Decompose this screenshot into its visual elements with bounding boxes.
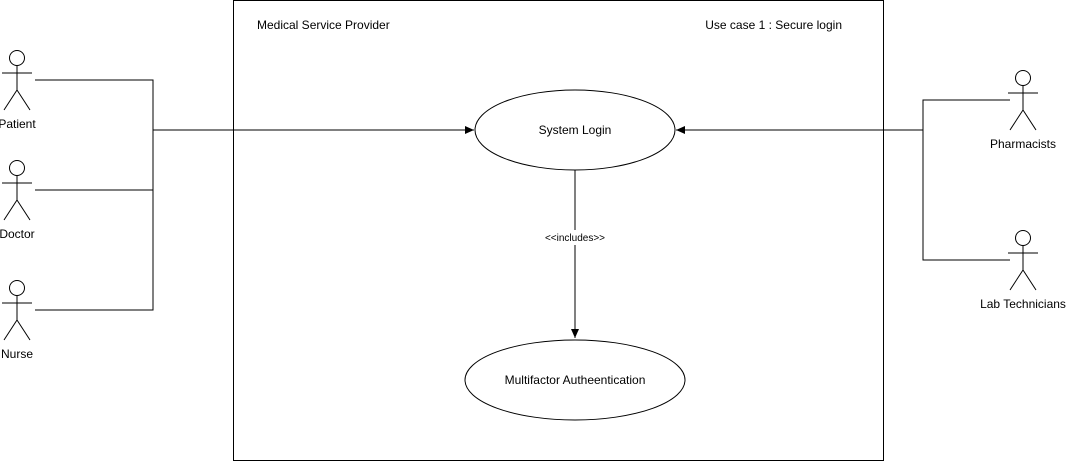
actor-doctor-label: Doctor: [0, 227, 35, 241]
actor-pharmacists[interactable]: [1008, 70, 1038, 131]
right-connectors: [676, 99, 1010, 261]
actor-lab-technicians[interactable]: [1008, 230, 1038, 291]
use-case-multifactor-authentication[interactable]: Multifactor Autheentication: [464, 339, 686, 421]
actor-patient-label: Patient: [0, 117, 36, 131]
actor-patient[interactable]: [2, 50, 32, 111]
system-name: Medical Service Provider: [257, 18, 390, 32]
actor-nurse-label: Nurse: [1, 347, 33, 361]
include-label: <<includes>>: [545, 233, 605, 244]
use-case-multifactor-authentication-label: Multifactor Autheentication: [505, 373, 646, 387]
left-connectors: [35, 79, 474, 311]
actor-lab-technicians-label: Lab Technicians: [980, 297, 1066, 311]
use-case-system-login-label: System Login: [539, 123, 612, 137]
actor-pharmacists-label: Pharmacists: [990, 137, 1056, 151]
diagram-title: Use case 1 : Secure login: [705, 18, 842, 32]
use-case-system-login[interactable]: System Login: [474, 89, 676, 171]
actor-nurse[interactable]: [2, 280, 32, 341]
actor-doctor[interactable]: [2, 160, 32, 221]
include-relation: <<includes>>: [545, 170, 605, 338]
